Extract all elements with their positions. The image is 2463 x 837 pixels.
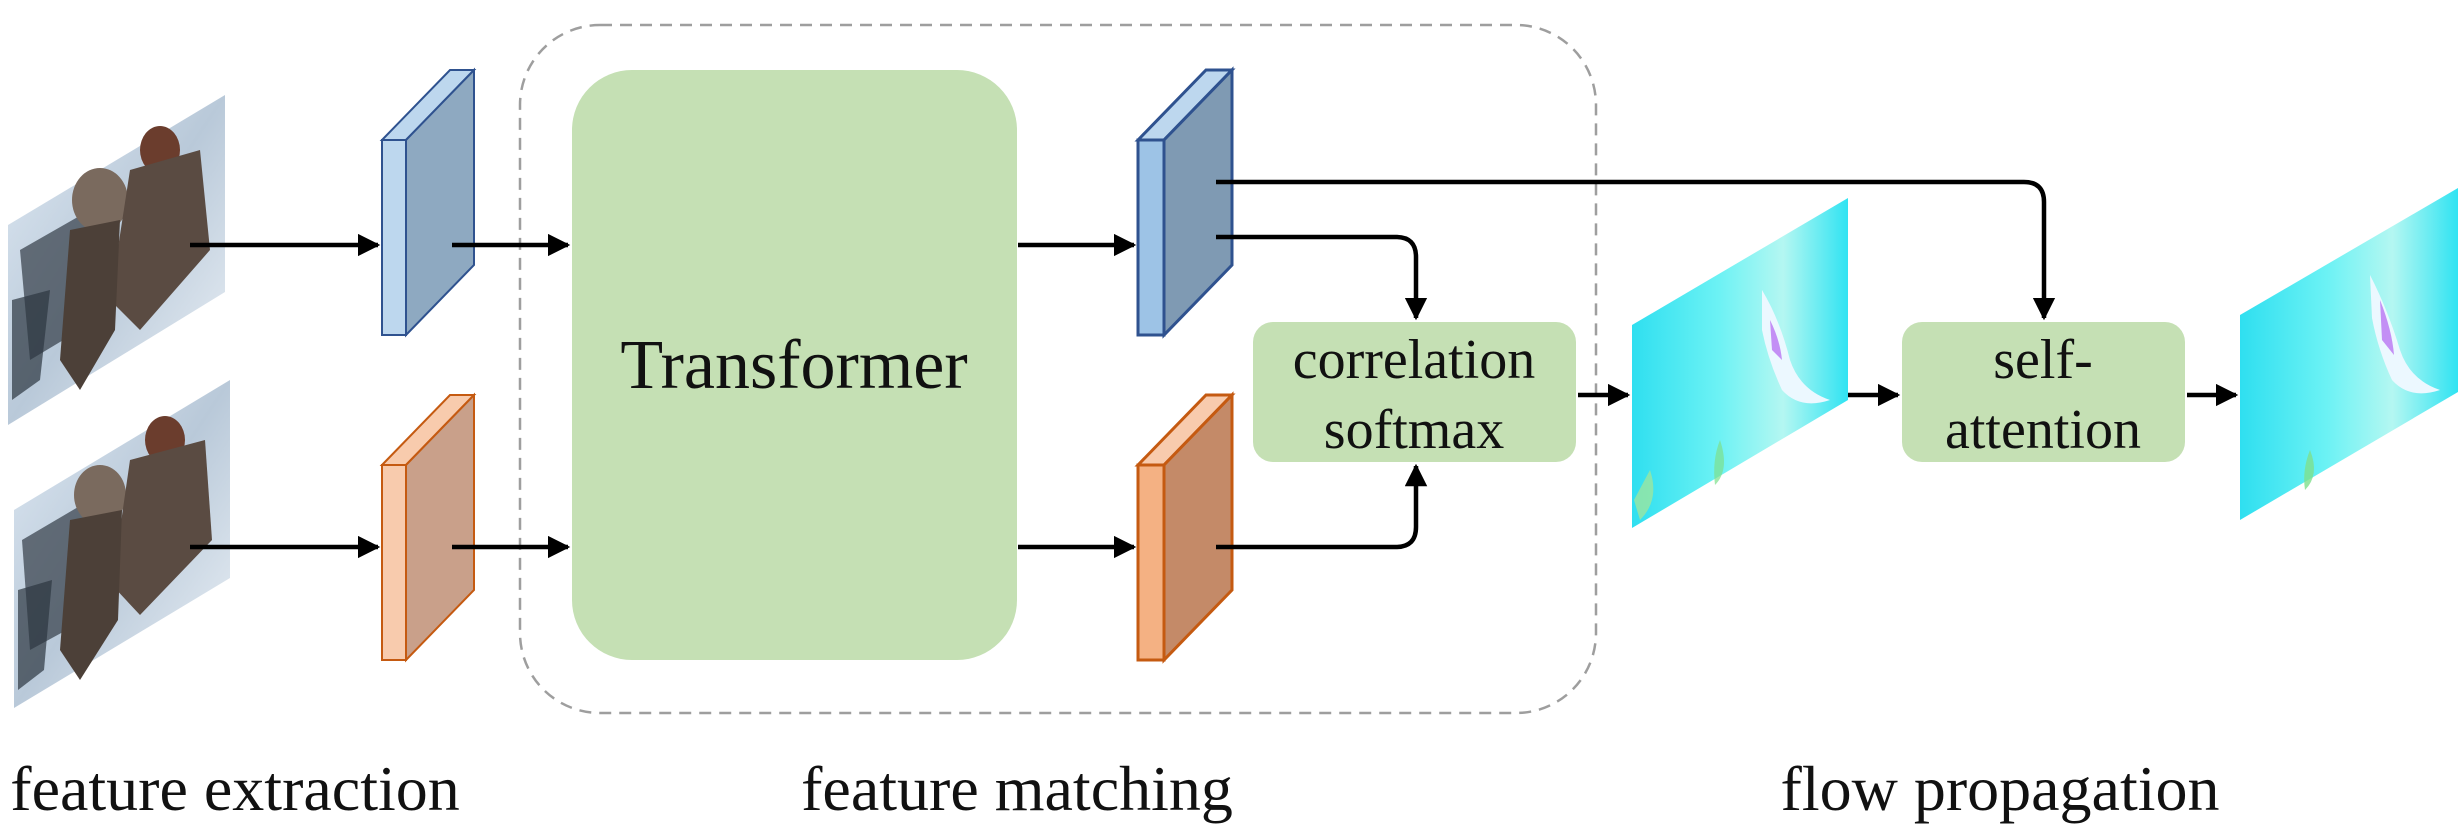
arrow-blue-to-correlation xyxy=(1216,234,1428,321)
refined-flow-image xyxy=(2240,188,2458,520)
frame2-image xyxy=(14,380,230,708)
frame1-image xyxy=(8,95,225,425)
extraction-feature-map-blue xyxy=(379,67,477,338)
correlation-label: correlation xyxy=(1293,329,1536,391)
self-attention-block xyxy=(1902,322,2185,462)
feature-matching-region xyxy=(518,23,1598,715)
matched-feature-map-blue xyxy=(1134,66,1236,339)
section-label-matching: feature matching xyxy=(801,753,1233,824)
correlation-softmax-block xyxy=(1253,322,1576,462)
matched-feature-map-orange xyxy=(1134,391,1236,664)
transformer-label: Transformer xyxy=(620,327,967,404)
section-label-propagation: flow propagation xyxy=(1781,753,2220,824)
extraction-feature-map-orange xyxy=(379,392,477,663)
arrow-blue-to-self-attention xyxy=(1216,179,2056,321)
transformer-block xyxy=(572,70,1017,660)
initial-flow-image xyxy=(1632,198,1848,528)
softmax-label: softmax xyxy=(1324,399,1504,461)
section-label-extraction: feature extraction xyxy=(10,753,460,824)
self-label: self- xyxy=(1993,329,2093,391)
arrow-orange-to-correlation xyxy=(1216,463,1428,550)
attention-label: attention xyxy=(1945,399,2141,461)
